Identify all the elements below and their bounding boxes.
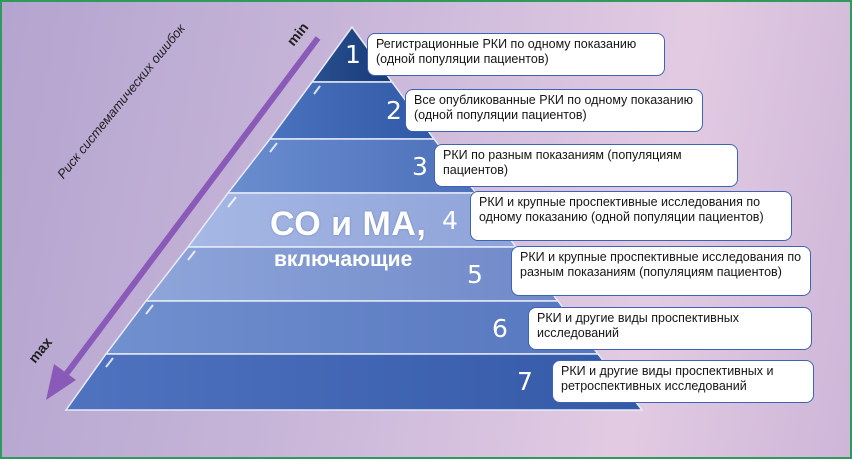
risk-arrow-shaft	[61, 36, 321, 379]
level-3-description: РКИ по разным показаниям (популяциям пац…	[434, 144, 738, 187]
level-1-number: 1	[345, 40, 361, 69]
risk-arrow-head	[46, 364, 76, 400]
level-2-number: 2	[386, 96, 402, 125]
pyramid-level-7-band	[64, 353, 644, 411]
level-6-number: 6	[492, 314, 508, 343]
level-3-number: 3	[412, 152, 428, 181]
level-4-number: 4	[442, 206, 458, 235]
level-7-number: 7	[517, 367, 533, 396]
level-5-description: РКИ и крупные проспективные исследования…	[511, 246, 811, 296]
center-subtitle: включающие	[274, 248, 413, 271]
bevel-highlights	[105, 85, 321, 368]
level-7-description: РКИ и другие виды проспективных и ретрос…	[552, 360, 814, 403]
level-5-number: 5	[467, 260, 483, 289]
pyramid-level-6-band	[104, 300, 600, 355]
center-title: СО и МА,	[270, 205, 427, 243]
level-1-description: Регистрационные РКИ по одному показанию …	[367, 33, 665, 76]
level-4-description: РКИ и крупные проспективные исследования…	[470, 191, 792, 241]
level-6-description: РКИ и другие виды проспективных исследов…	[528, 307, 812, 350]
level-2-description: Все опубликованные РКИ по одному показан…	[405, 89, 703, 132]
